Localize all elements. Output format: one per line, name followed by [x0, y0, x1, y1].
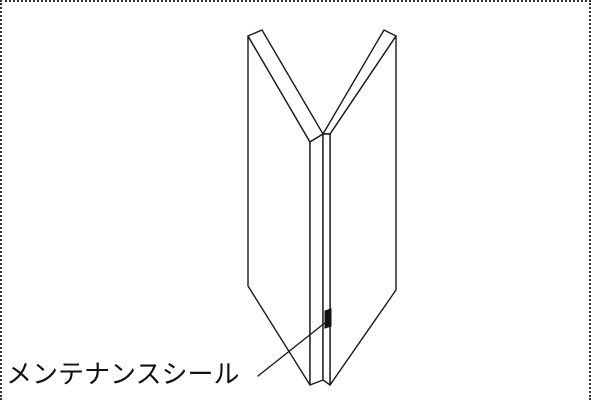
maintenance-seal-icon [324, 308, 332, 329]
right-panel-spine-edge [322, 133, 331, 386]
maintenance-seal-label: メンテナンスシール [6, 360, 240, 390]
right-panel-face [329, 35, 397, 386]
left-panel-spine-edge [309, 133, 324, 386]
callout-leader-line [257, 321, 327, 377]
